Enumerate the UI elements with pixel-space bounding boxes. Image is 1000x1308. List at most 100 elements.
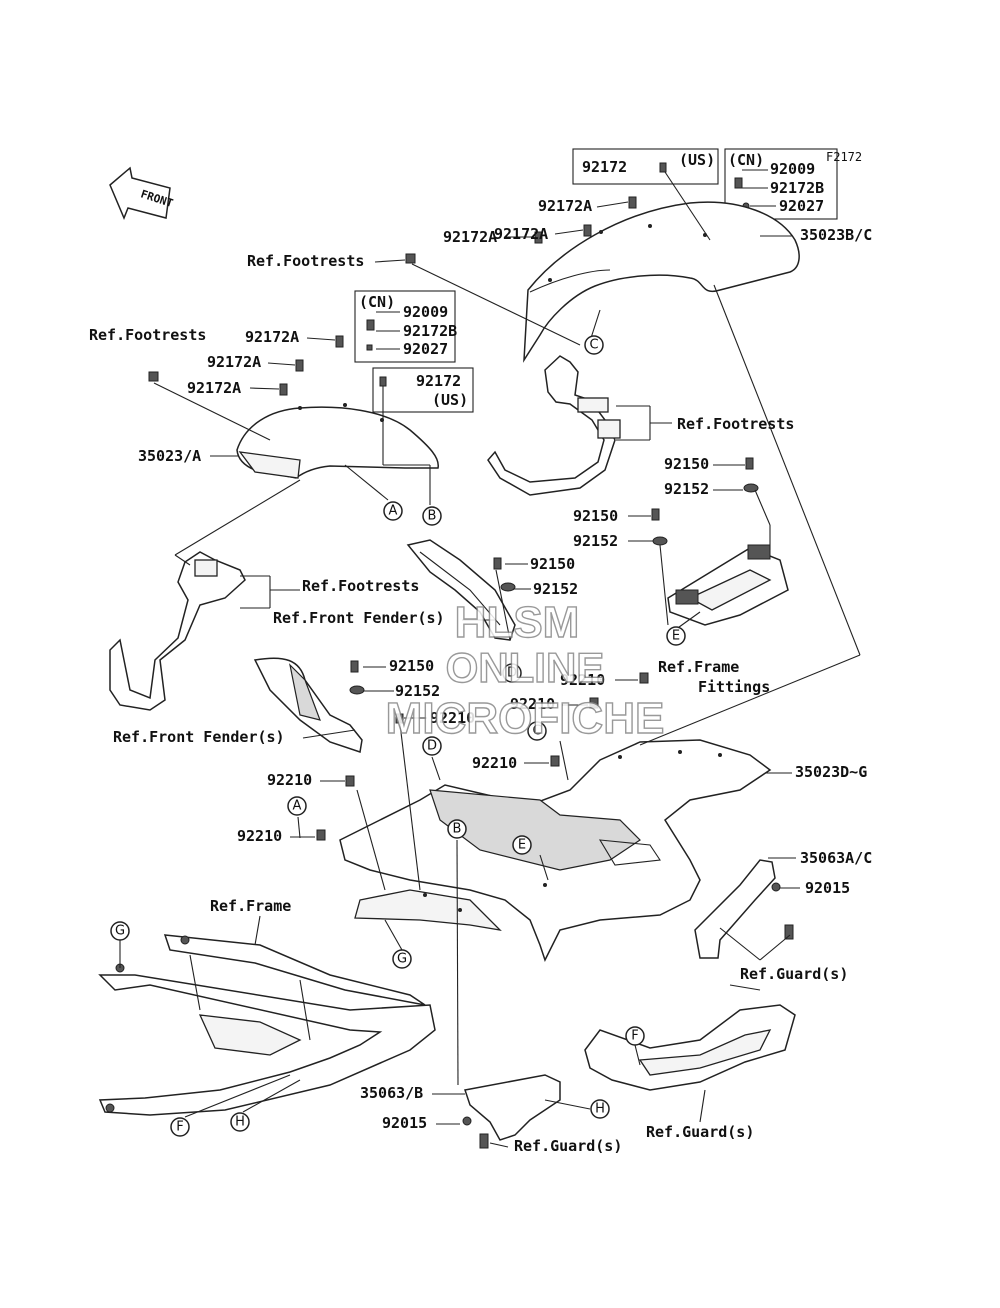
label-92172a: 92172A bbox=[443, 228, 497, 246]
watermark: HLSM ONLINE MICROFICHE bbox=[385, 597, 665, 743]
watermark-line-3: MICROFICHE bbox=[386, 694, 665, 743]
callout-c-1: C bbox=[584, 335, 604, 355]
main-body-35023dg bbox=[339, 739, 772, 962]
box-left-cn: (CN) 92009 92172B 92027 bbox=[354, 290, 457, 363]
label-ref-footrests: Ref.Footrests bbox=[247, 252, 364, 270]
label-92152: 92152 bbox=[395, 682, 440, 700]
svg-text:G: G bbox=[115, 924, 125, 939]
callout-a-1: A bbox=[383, 501, 403, 521]
svg-text:C: C bbox=[589, 338, 598, 353]
bolt-icon bbox=[628, 196, 637, 209]
bolt-icon bbox=[479, 1133, 489, 1149]
label-92172a: 92172A bbox=[245, 328, 299, 346]
bolt-icon bbox=[148, 371, 159, 382]
label-92210: 92210 bbox=[430, 709, 475, 727]
bolt-icon bbox=[745, 457, 754, 470]
label-35023bc: 35023B/C bbox=[800, 226, 872, 244]
bolt-icon bbox=[405, 253, 416, 264]
lower-bracket-35063b bbox=[464, 1074, 561, 1141]
box-top-us: 92172 (US) bbox=[572, 148, 719, 185]
box-top-cn-part-1: 92009 bbox=[770, 160, 815, 178]
washer-icon bbox=[500, 582, 516, 592]
label-ref-footrests: Ref.Footrests bbox=[89, 326, 206, 344]
callout-f-1: F bbox=[625, 1026, 645, 1046]
callout-h-1: H bbox=[590, 1099, 610, 1119]
label-35023a: 35023/A bbox=[138, 447, 201, 465]
svg-text:H: H bbox=[595, 1102, 605, 1117]
label-92150: 92150 bbox=[530, 555, 575, 573]
box-top-us-part: 92172 bbox=[582, 158, 627, 176]
label-ref-guard: Ref.Guard(s) bbox=[646, 1123, 754, 1141]
frame-fittings bbox=[667, 544, 789, 626]
label-35063ac: 35063A/C bbox=[800, 849, 872, 867]
callout-c-2: C bbox=[527, 721, 547, 741]
diagram-code: F2172 bbox=[826, 150, 862, 164]
front-fender-piece bbox=[253, 657, 363, 753]
frame bbox=[98, 934, 436, 1116]
bolt-icon bbox=[639, 672, 649, 684]
label-ref-guard: Ref.Guard(s) bbox=[514, 1137, 622, 1155]
box-top-cn: (CN) 92009 92172B 92027 bbox=[724, 148, 838, 220]
cover-35023a bbox=[236, 403, 439, 479]
bolt-icon bbox=[493, 557, 502, 570]
label-92210: 92210 bbox=[267, 771, 312, 789]
footrest-bracket-left bbox=[109, 551, 246, 711]
svg-text:D: D bbox=[427, 739, 437, 754]
label-ref-front-fender: Ref.Front Fender(s) bbox=[113, 728, 285, 746]
label-92150: 92150 bbox=[664, 455, 709, 473]
box-top-cn-part-3: 92027 bbox=[779, 197, 824, 215]
box-top-cn-part-2: 92172B bbox=[770, 179, 824, 197]
svg-text:H: H bbox=[235, 1115, 245, 1130]
label-92150: 92150 bbox=[573, 507, 618, 525]
box-left-us-part: 92172 bbox=[416, 372, 461, 390]
svg-text:A: A bbox=[389, 504, 398, 519]
footrest-bracket-right bbox=[487, 355, 621, 496]
svg-text:D: D bbox=[507, 666, 517, 681]
label-92172a: 92172A bbox=[207, 353, 261, 371]
svg-text:E: E bbox=[672, 629, 680, 644]
box-left-us-region: (US) bbox=[432, 391, 468, 409]
side-bracket-35063ac bbox=[694, 859, 776, 959]
label-92172a: 92172A bbox=[538, 197, 592, 215]
bolt-icon bbox=[589, 697, 599, 709]
label-92150: 92150 bbox=[389, 657, 434, 675]
callout-b-2: B bbox=[447, 819, 467, 839]
bolt-icon bbox=[316, 829, 326, 841]
box-left-cn-region: (CN) bbox=[359, 293, 395, 311]
label-ref-front-fender: Ref.Front Fender(s) bbox=[273, 609, 445, 627]
callout-g-2: G bbox=[392, 949, 412, 969]
label-ref-frame-fittings-2: Fittings bbox=[698, 678, 770, 696]
label-92152: 92152 bbox=[533, 580, 578, 598]
box-left-cn-part-3: 92027 bbox=[403, 340, 448, 358]
svg-text:C: C bbox=[532, 724, 541, 739]
bolt-icon bbox=[366, 319, 375, 331]
bolt-icon bbox=[534, 231, 543, 244]
bolt-icon bbox=[350, 660, 359, 673]
label-92210: 92210 bbox=[510, 695, 555, 713]
callout-g-1: G bbox=[110, 921, 130, 941]
washer-icon bbox=[743, 483, 759, 493]
svg-text:A: A bbox=[293, 799, 302, 814]
bolt-icon bbox=[659, 162, 667, 173]
label-92152: 92152 bbox=[664, 480, 709, 498]
hardware-icons bbox=[148, 196, 794, 1149]
label-92210: 92210 bbox=[472, 754, 517, 772]
callout-a-2: A bbox=[287, 796, 307, 816]
bolt-icon bbox=[395, 713, 404, 724]
bolt-icon bbox=[295, 359, 304, 372]
callout-h-2: H bbox=[230, 1112, 250, 1132]
label-ref-frame: Ref.Frame bbox=[210, 897, 291, 915]
svg-text:B: B bbox=[453, 822, 462, 837]
label-92152: 92152 bbox=[573, 532, 618, 550]
svg-text:F: F bbox=[631, 1029, 638, 1044]
label-ref-frame-fittings: Ref.Frame bbox=[658, 658, 739, 676]
bolt-icon bbox=[335, 335, 344, 348]
box-left-cn-part-2: 92172B bbox=[403, 322, 457, 340]
label-92015: 92015 bbox=[382, 1114, 427, 1132]
label-35023dg: 35023D~G bbox=[795, 763, 867, 781]
svg-text:B: B bbox=[428, 509, 437, 524]
svg-text:E: E bbox=[518, 838, 526, 853]
bolt-icon bbox=[345, 775, 355, 787]
callout-b-1: B bbox=[422, 506, 442, 526]
